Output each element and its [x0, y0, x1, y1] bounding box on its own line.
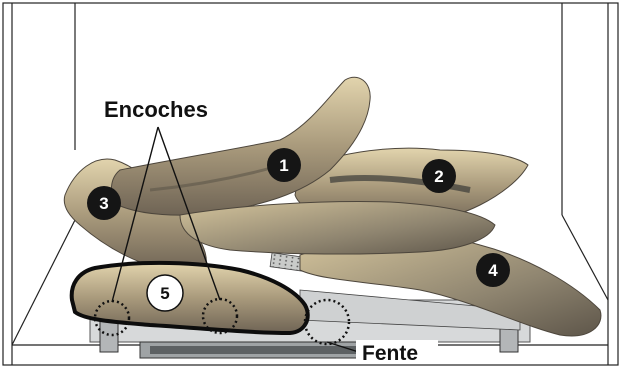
log-middle: [180, 202, 495, 254]
log-5: [72, 263, 308, 333]
marker-3-label: 3: [99, 194, 108, 213]
marker-5-label: 5: [160, 284, 169, 303]
marker-3: 3: [87, 186, 121, 220]
marker-4-label: 4: [488, 261, 498, 280]
marker-1-label: 1: [279, 156, 288, 175]
slot-label: Fente: [362, 342, 418, 365]
marker-1: 1: [267, 148, 301, 182]
marker-4: 4: [476, 253, 510, 287]
marker-2: 2: [422, 159, 456, 193]
notches-label: Encoches: [104, 97, 208, 122]
marker-2-label: 2: [434, 167, 443, 186]
marker-5: 5: [147, 275, 183, 311]
